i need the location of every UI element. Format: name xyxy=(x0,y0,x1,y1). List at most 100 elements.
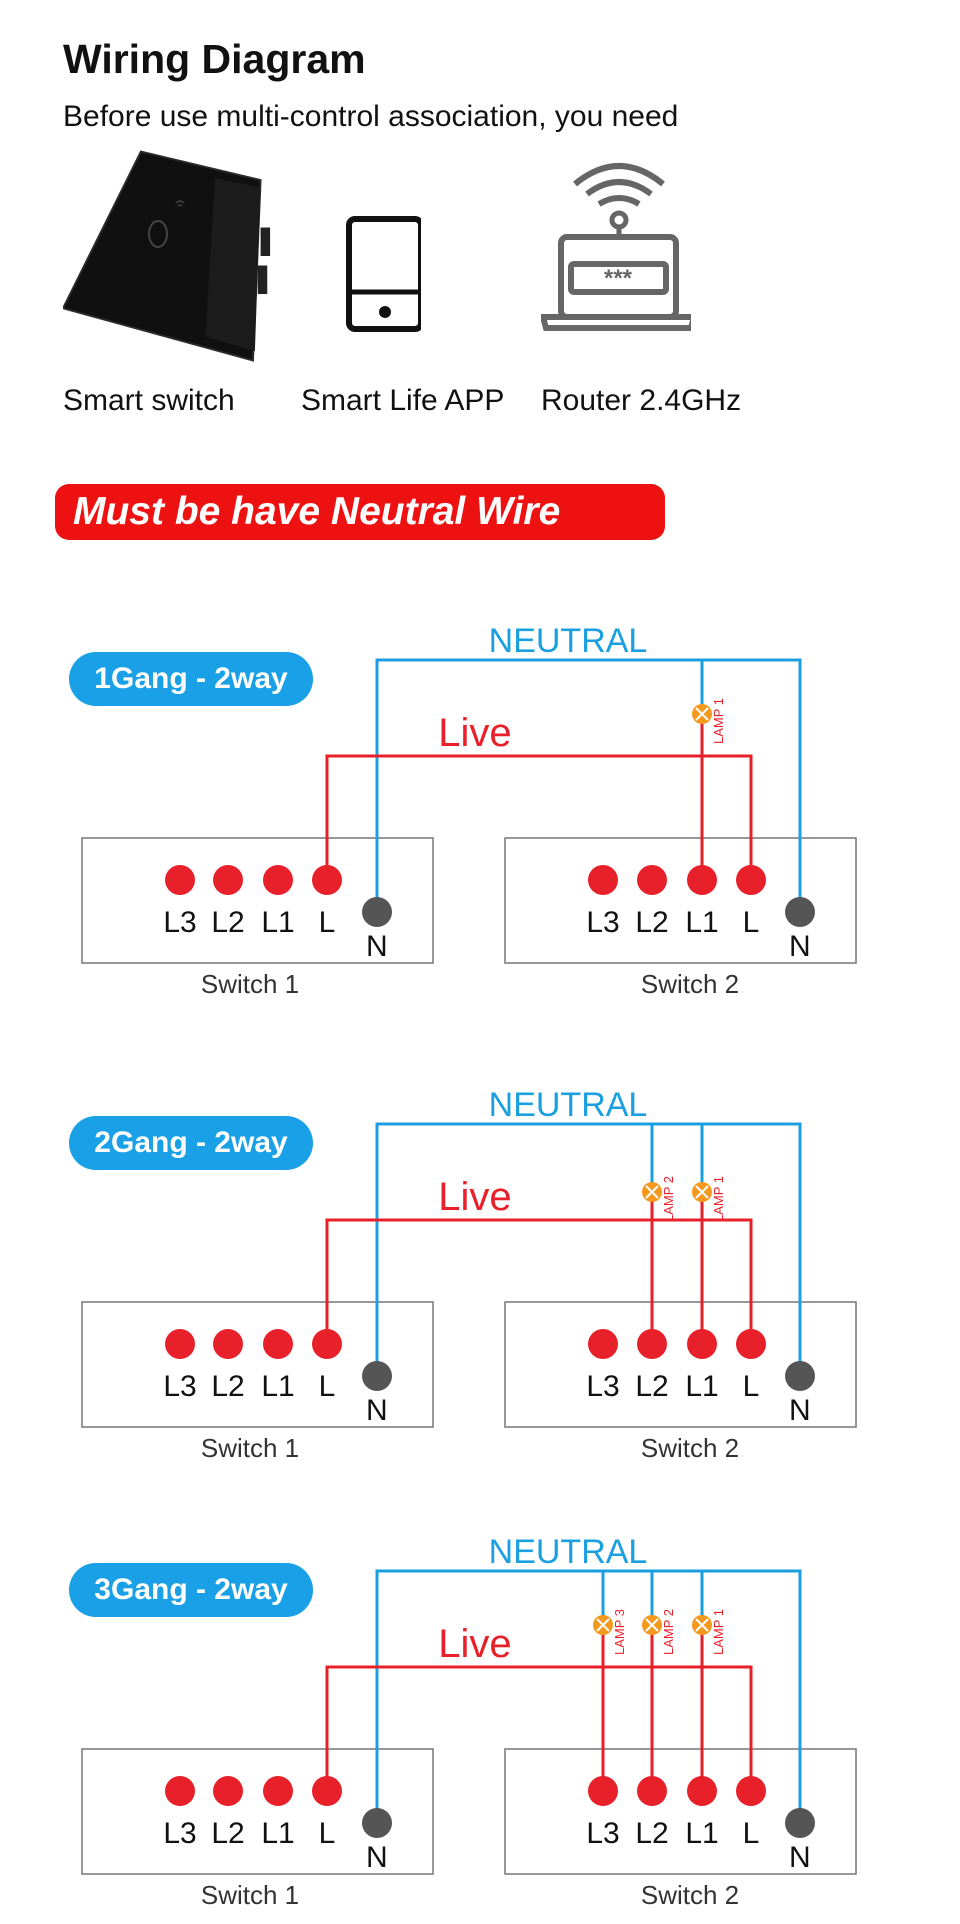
terminal-dot xyxy=(687,1776,717,1806)
phone-icon xyxy=(346,216,424,332)
page-subtitle: Before use multi-control association, yo… xyxy=(63,100,679,133)
switch-1-label: Switch 1 xyxy=(201,1880,299,1910)
terminal-label: L1 xyxy=(685,1370,718,1403)
lamp-label: LAMP 3 xyxy=(612,1609,627,1655)
neutral-terminal-label: N xyxy=(789,1394,811,1427)
requirement-app: Smart Life APP xyxy=(301,142,504,417)
requirements: Smart switch Smart Life APP *** Router 2… xyxy=(61,142,960,442)
terminal-dot xyxy=(687,865,717,895)
neutral-label: NEUTRAL xyxy=(489,1533,648,1571)
neutral-terminal-label: N xyxy=(789,1841,811,1874)
terminal-label: L2 xyxy=(635,1370,668,1403)
terminal-label: L1 xyxy=(685,1817,718,1850)
lamp-label: LAMP 2 xyxy=(661,1176,676,1222)
neutral-wire-banner: Must be have Neutral Wire xyxy=(55,484,665,540)
terminal-label: L2 xyxy=(211,906,244,939)
neutral-terminal-dot xyxy=(362,1808,392,1838)
terminal-dot xyxy=(736,1329,766,1359)
terminal-dot xyxy=(165,1776,195,1806)
router-icon: *** xyxy=(539,163,698,331)
neutral-terminal-dot xyxy=(362,897,392,927)
terminal-dot xyxy=(736,865,766,895)
live-label: Live xyxy=(438,1175,511,1219)
neutral-terminal-dot xyxy=(785,1808,815,1838)
page-title: Wiring Diagram xyxy=(63,36,366,82)
terminal-label: L xyxy=(319,906,336,939)
switch-2-label: Switch 2 xyxy=(641,969,739,999)
terminal-dot xyxy=(165,1329,195,1359)
lamp-cross xyxy=(645,1185,659,1199)
terminal-dot xyxy=(213,865,243,895)
lamp-cross xyxy=(695,1618,709,1632)
lamp-label: LAMP 1 xyxy=(711,1176,726,1222)
lamp-cross xyxy=(695,707,709,721)
neutral-terminal-dot xyxy=(785,1361,815,1391)
live-wire xyxy=(325,754,753,880)
switch-2-label: Switch 2 xyxy=(641,1433,739,1463)
requirement-label: Smart Life APP xyxy=(301,384,505,417)
neutral-terminal-dot xyxy=(362,1361,392,1391)
terminal-label: L1 xyxy=(685,906,718,939)
neutral-wire xyxy=(375,658,802,912)
terminal-label: L xyxy=(743,1370,760,1403)
lamp-label: LAMP 2 xyxy=(661,1609,676,1655)
neutral-label: NEUTRAL xyxy=(489,1086,648,1124)
live-label: Live xyxy=(438,711,511,755)
terminal-dot xyxy=(588,1776,618,1806)
terminal-dot xyxy=(637,865,667,895)
terminal-dot xyxy=(213,1329,243,1359)
terminal-label: L xyxy=(743,906,760,939)
smart-switch-icon xyxy=(61,150,271,362)
terminal-dot xyxy=(588,1329,618,1359)
terminal-dot xyxy=(263,1776,293,1806)
diagram-label: 3Gang - 2way xyxy=(69,1563,313,1617)
lamp-label: LAMP 1 xyxy=(711,1609,726,1655)
neutral-terminal-label: N xyxy=(366,1394,388,1427)
terminal-dot xyxy=(213,1776,243,1806)
live-label: Live xyxy=(438,1622,511,1666)
terminal-dot xyxy=(687,1329,717,1359)
terminal-label: L2 xyxy=(211,1817,244,1850)
diagram-label: 1Gang - 2way xyxy=(69,652,313,706)
switch-1-label: Switch 1 xyxy=(201,1433,299,1463)
terminal-label: L1 xyxy=(261,1370,294,1403)
terminal-label: L2 xyxy=(635,906,668,939)
terminal-label: L xyxy=(743,1817,760,1850)
terminal-label: L3 xyxy=(163,906,196,939)
neutral-wire xyxy=(375,1569,802,1823)
svg-text:***: *** xyxy=(604,265,633,292)
switch-2-label: Switch 2 xyxy=(641,1880,739,1910)
diagram-3gang: 3Gang - 2way NEUTRAL Live LAMP 1 LAMP 2 LAMP… xyxy=(0,1519,960,1919)
lamp-cross xyxy=(645,1618,659,1632)
neutral-wire xyxy=(375,1122,802,1376)
terminal-dot xyxy=(165,865,195,895)
neutral-terminal-label: N xyxy=(789,930,811,963)
terminal-dot xyxy=(263,1329,293,1359)
terminal-label: L3 xyxy=(586,906,619,939)
terminal-dot xyxy=(312,865,342,895)
lamp-label: LAMP 1 xyxy=(711,698,726,744)
lamp-cross xyxy=(596,1618,610,1632)
neutral-terminal-label: N xyxy=(366,1841,388,1874)
requirement-label: Smart switch xyxy=(63,384,235,417)
terminal-label: L3 xyxy=(586,1817,619,1850)
terminal-label: L3 xyxy=(163,1370,196,1403)
terminal-label: L3 xyxy=(163,1817,196,1850)
terminal-label: L1 xyxy=(261,1817,294,1850)
live-wire xyxy=(325,1665,753,1791)
terminal-label: L2 xyxy=(635,1817,668,1850)
terminal-label: L xyxy=(319,1817,336,1850)
terminal-label: L1 xyxy=(261,906,294,939)
live-wire xyxy=(325,1218,753,1344)
lamp-cross xyxy=(695,1185,709,1199)
neutral-terminal-dot xyxy=(785,897,815,927)
requirement-smart-switch: Smart switch xyxy=(61,142,283,417)
neutral-label: NEUTRAL xyxy=(489,622,648,660)
requirement-router: *** Router 2.4GHz xyxy=(539,142,741,417)
terminal-dot xyxy=(736,1776,766,1806)
terminal-label: L2 xyxy=(211,1370,244,1403)
switch-1-label: Switch 1 xyxy=(201,969,299,999)
